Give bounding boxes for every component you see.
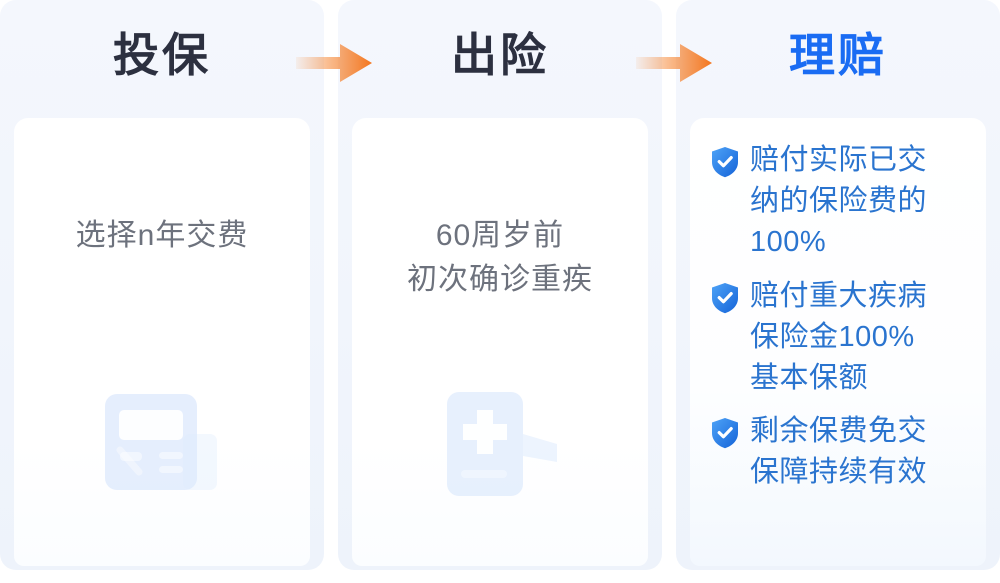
shield-check-icon bbox=[712, 282, 738, 313]
step-card-claim: 赔付实际已交 纳的保险费的 100% 赔付重大疾病 保险金100% bbox=[690, 118, 986, 566]
step-card-incident: 60周岁前 初次确诊重疾 bbox=[352, 118, 648, 566]
step-title-incident: 出险 bbox=[451, 29, 549, 81]
list-item-label: 赔付实际已交 纳的保险费的 100% bbox=[750, 144, 928, 259]
flow-step-panel-claim: 理赔 赔付实际已交 纳的保险费的 100% bbox=[676, 0, 1000, 570]
arrow-right-icon-2 bbox=[636, 44, 712, 82]
list-item-label: 剩余保费免交 保障持续有效 bbox=[750, 415, 928, 489]
list-item-label: 赔付重大疾病 保险金100% 基本保额 bbox=[750, 279, 928, 394]
step-title-apply: 投保 bbox=[113, 29, 211, 81]
list-item: 赔付重大疾病 保险金100% 基本保额 bbox=[710, 276, 972, 400]
flow-step-panel-incident: 出险 60周岁前 初次确诊重疾 bbox=[338, 0, 662, 570]
medical-cross-icon bbox=[447, 392, 557, 496]
shield-check-icon bbox=[712, 418, 738, 449]
step-title-claim: 理赔 bbox=[789, 29, 887, 81]
arrow-right-icon-1 bbox=[296, 44, 372, 82]
step-body-incident: 60周岁前 初次确诊重疾 bbox=[407, 219, 593, 296]
flow-step-panel-apply: 投保 选择n年交费 bbox=[0, 0, 324, 570]
shield-check-icon bbox=[712, 147, 738, 178]
step-body-apply: 选择n年交费 bbox=[75, 219, 249, 252]
list-item: 赔付实际已交 纳的保险费的 100% bbox=[710, 140, 972, 264]
step-card-apply: 选择n年交费 bbox=[14, 118, 310, 566]
list-item: 剩余保费免交 保障持续有效 bbox=[710, 411, 972, 493]
calculator-icon bbox=[105, 394, 217, 490]
claim-benefit-list: 赔付实际已交 纳的保险费的 100% 赔付重大疾病 保险金100% bbox=[710, 140, 972, 493]
